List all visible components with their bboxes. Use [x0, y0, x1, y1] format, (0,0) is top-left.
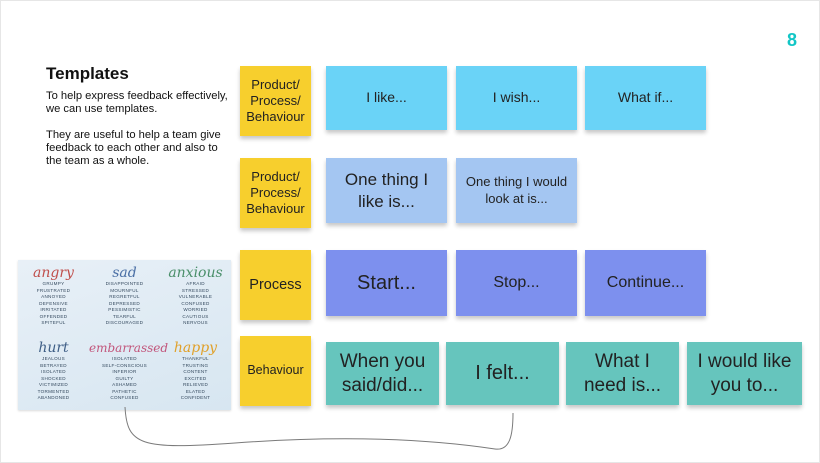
- sticky-i-wish[interactable]: I wish...: [456, 66, 577, 130]
- intro-text: To help express feedback effectively, we…: [46, 90, 228, 115]
- emotion-word: DEPRESSED: [108, 300, 141, 306]
- emotion-group-anxious: anxious AFRAID STRESSED VULNERABLE CONFU…: [160, 265, 231, 327]
- emotion-word: ELATED: [185, 388, 206, 394]
- emotion-word: JEALOUS: [41, 356, 66, 361]
- emotion-word: NERVOUS: [183, 320, 208, 325]
- emotion-word: ANNOYED: [41, 294, 66, 299]
- emotion-word: RELIEVED: [182, 382, 209, 387]
- emotion-word: THANKFUL: [182, 356, 209, 361]
- emotion-heading: anxious: [168, 265, 223, 281]
- emotion-word: GRUMPY: [42, 281, 65, 286]
- emotion-word: SELF-CONSCIOUS: [101, 362, 148, 368]
- emotion-word: FRUSTRATED: [36, 287, 71, 293]
- sticky-one-thing-i-would-look-at[interactable]: One thing I would look at is...: [456, 158, 577, 223]
- sticky-continue[interactable]: Continue...: [585, 250, 706, 316]
- category-note-product-process-behaviour[interactable]: Product/ Process/ Behaviour: [240, 66, 311, 136]
- category-note-behaviour[interactable]: Behaviour: [240, 336, 311, 406]
- emotion-word: ISOLATED: [41, 369, 66, 374]
- emotion-word: DISCOURAGED: [105, 320, 144, 325]
- emotion-heading: sad: [112, 265, 137, 281]
- sticky-what-if[interactable]: What if...: [585, 66, 706, 130]
- emotion-group-sad: sad DISAPPOINTED MOURNFUL REGRETFUL DEPR…: [89, 265, 160, 327]
- emotion-word: SHOCKED: [41, 375, 66, 381]
- emotion-word: INFERIOR: [112, 369, 137, 374]
- sticky-what-i-need-is[interactable]: What I need is...: [566, 342, 679, 405]
- emotion-word: VICTIMIZED: [38, 382, 69, 387]
- sticky-i-would-like-you-to[interactable]: I would like you to...: [687, 342, 802, 405]
- usage-text: They are useful to help a team give feed…: [46, 129, 221, 167]
- emotion-word: WORRIED: [183, 307, 208, 312]
- emotion-word: CONFUSED: [181, 300, 210, 306]
- emotion-word: TORMENTED: [37, 388, 70, 394]
- emotion-word: DISAPPOINTED: [105, 281, 144, 286]
- emotion-word: DEFENSIVE: [39, 300, 68, 306]
- emotion-word: CONFIDENT: [180, 395, 211, 400]
- emotion-heading: angry: [33, 265, 74, 281]
- page-title: Templates: [46, 64, 129, 83]
- sticky-stop[interactable]: Stop...: [456, 250, 577, 316]
- emotion-word: EXCITED: [184, 375, 207, 381]
- emotion-group-happy: happy THANKFUL TRUSTING CONTENT EXCITED …: [160, 340, 231, 402]
- emotion-word: PESSIMISTIC: [108, 307, 141, 312]
- emotion-word: TEARFUL: [112, 313, 137, 319]
- emotion-word: IRRITATED: [40, 307, 67, 312]
- emotion-group-embarrassed: embarrassed ISOLATED SELF-CONSCIOUS INFE…: [89, 340, 169, 402]
- sticky-i-like[interactable]: I like...: [326, 66, 447, 130]
- emotion-word: TRUSTING: [182, 362, 209, 368]
- emotion-heading: hurt: [38, 340, 69, 356]
- emotion-word: STRESSED: [181, 287, 210, 293]
- category-note-process[interactable]: Process: [240, 250, 311, 320]
- sticky-start[interactable]: Start...: [326, 250, 447, 316]
- emotion-word: ABANDONED: [37, 395, 70, 400]
- emotion-word: REGRETFUL: [109, 294, 140, 299]
- emotion-word: ASHAMED: [112, 382, 137, 387]
- emotion-word: CONTENT: [183, 369, 208, 374]
- emotion-group-angry: angry GRUMPY FRUSTRATED ANNOYED DEFENSIV…: [18, 265, 89, 327]
- emotion-word: VULNERABLE: [178, 294, 213, 299]
- emotion-word: SPITEFUL: [41, 320, 66, 325]
- emotion-heading: embarrassed: [89, 341, 169, 355]
- page-number: 8: [787, 30, 798, 50]
- emotion-word: PATHETIC: [112, 388, 137, 394]
- emotion-word: BETRAYED: [40, 362, 67, 368]
- emotion-heading: happy: [173, 340, 218, 356]
- emotion-word: CONFUSED: [110, 395, 139, 400]
- sticky-when-you-said-did[interactable]: When you said/did...: [326, 342, 439, 405]
- emotion-group-hurt: hurt JEALOUS BETRAYED ISOLATED SHOCKED V…: [18, 340, 89, 402]
- emotion-word: AFRAID: [186, 281, 205, 286]
- sticky-i-felt[interactable]: I felt...: [446, 342, 559, 405]
- emotion-word: ISOLATED: [112, 356, 137, 361]
- emotion-word: CAUTIOUS: [182, 313, 209, 319]
- emotion-word: GUILTY: [115, 375, 134, 381]
- category-note-product-process-behaviour[interactable]: Product/ Process/ Behaviour: [240, 158, 311, 228]
- emotion-word: MOURNFUL: [110, 287, 139, 293]
- emotion-vocabulary-card: angry GRUMPY FRUSTRATED ANNOYED DEFENSIV…: [18, 260, 231, 410]
- emotion-word: OFFENDED: [39, 313, 68, 319]
- sticky-one-thing-i-like[interactable]: One thing I like is...: [326, 158, 447, 223]
- connector-curve: [124, 406, 514, 450]
